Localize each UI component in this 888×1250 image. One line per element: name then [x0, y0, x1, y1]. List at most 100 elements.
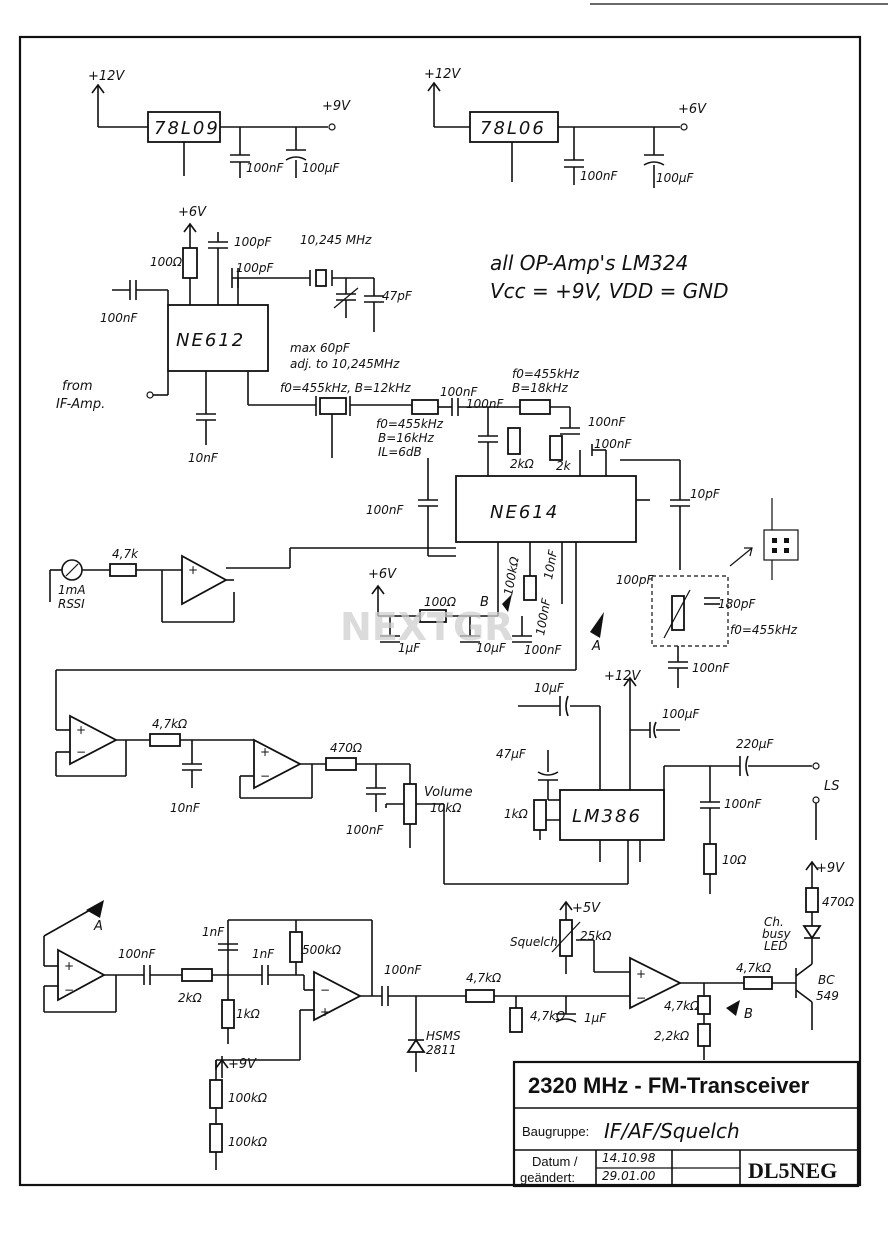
svg-text:A: A: [93, 919, 103, 934]
lm386-box: [559, 789, 665, 841]
svg-text:100pF: 100pF: [236, 261, 275, 275]
svg-text:100nF: 100nF: [524, 643, 563, 657]
svg-text:adj. to 10,245MHz: adj. to 10,245MHz: [290, 357, 400, 371]
ne614-decoupling: +6V 100Ω 1µF 10µF 100nF 100kΩ 10nF 100nF…: [368, 542, 604, 670]
supply-label-9v-a: +9V: [322, 99, 351, 114]
svg-text:100kΩ: 100kΩ: [228, 1135, 268, 1149]
ne612-section: +6V 100Ω 100pF 100pF 10,245 MHz 47pF max…: [56, 205, 413, 465]
svg-text:4,7k: 4,7k: [112, 547, 139, 561]
svg-text:25kΩ: 25kΩ: [580, 929, 612, 943]
svg-text:f0=455kHz: f0=455kHz: [512, 367, 580, 381]
title-block: 2320 MHz - FM-Transceiver Baugruppe: IF/…: [512, 1060, 860, 1188]
svg-text:B=18kHz: B=18kHz: [512, 381, 569, 395]
supply-label-12v-a: +12V: [88, 69, 125, 84]
svg-text:47pF: 47pF: [382, 289, 413, 303]
svg-text:100kΩ: 100kΩ: [501, 555, 522, 597]
opamp-rssi-buffer: [181, 554, 228, 606]
svg-text:100nF: 100nF: [366, 503, 405, 517]
svg-text:2kΩ: 2kΩ: [178, 991, 203, 1005]
date-2: 29.01.00: [602, 1169, 656, 1183]
svg-text:1kΩ: 1kΩ: [236, 1007, 261, 1021]
svg-text:100µF: 100µF: [656, 171, 695, 185]
svg-text:100nF: 100nF: [384, 963, 423, 977]
ne612-label: NE612: [176, 330, 245, 351]
svg-text:1µF: 1µF: [398, 641, 421, 655]
svg-text:4,7kΩ: 4,7kΩ: [736, 961, 772, 975]
svg-text:470Ω: 470Ω: [330, 741, 363, 755]
svg-text:−: −: [76, 745, 86, 759]
svg-text:100µF: 100µF: [302, 161, 341, 175]
supply-label-5v: +5V: [572, 901, 601, 916]
svg-text:2k: 2k: [556, 459, 572, 473]
regulator-78l06-label: 78L06: [480, 118, 546, 139]
svg-text:10nF: 10nF: [170, 801, 201, 815]
opamp-squelch-comparator: [629, 956, 683, 1010]
svg-text:100nF: 100nF: [588, 415, 627, 429]
opamp-af-filter: [253, 738, 302, 790]
regulator-78l09-label: 78L09: [154, 118, 220, 139]
svg-text:2811: 2811: [426, 1043, 457, 1057]
svg-text:100Ω: 100Ω: [150, 255, 183, 269]
svg-text:2,2kΩ: 2,2kΩ: [654, 1029, 690, 1043]
svg-text:500kΩ: 500kΩ: [302, 943, 342, 957]
volume-label: Volume: [424, 785, 473, 800]
opamp-squelch-filter: [313, 970, 362, 1022]
svg-text:47µF: 47µF: [496, 747, 527, 761]
svg-text:busy: busy: [762, 927, 791, 941]
ne614-section: f0=455kHz B=16kHz IL=6dB 100nF 100nF 2kΩ…: [366, 367, 799, 688]
datum-label: Datum /: [532, 1154, 578, 1169]
svg-text:10pF: 10pF: [690, 487, 721, 501]
svg-text:+: +: [76, 723, 86, 737]
svg-text:max 60pF: max 60pF: [290, 341, 351, 355]
note-line-2: Vcc = +9V, VDD = GND: [490, 279, 729, 303]
ne612-box: [167, 304, 269, 372]
svg-text:4,7kΩ: 4,7kΩ: [530, 1009, 566, 1023]
rssi-section: 1mA RSSI 4,7k +: [49, 547, 456, 623]
supply-label-6v-c: +6V: [368, 567, 397, 582]
svg-text:f0=455kHz: f0=455kHz: [376, 417, 444, 431]
svg-text:BC: BC: [818, 973, 835, 987]
svg-text:100nF: 100nF: [594, 437, 633, 451]
sheet-frame: [18, 35, 862, 1187]
svg-text:B: B: [480, 595, 489, 610]
svg-text:1kΩ: 1kΩ: [504, 807, 529, 821]
squelch-section: A + − 100nF 2kΩ 1nF 1nF 500kΩ: [43, 860, 855, 1170]
svg-text:−: −: [260, 769, 270, 783]
supply-label-9v-c: +9V: [816, 861, 845, 876]
from-if-label-2: IF-Amp.: [56, 397, 105, 412]
svg-text:1µF: 1µF: [584, 1011, 607, 1025]
svg-text:1mA: 1mA: [58, 583, 86, 597]
svg-text:100Ω: 100Ω: [424, 595, 457, 609]
ne614-label: NE614: [490, 502, 559, 523]
baugruppe-label: Baugruppe:: [522, 1124, 589, 1139]
watermark: NEXTGR: [340, 605, 513, 649]
callsign: DL5NEG: [748, 1158, 837, 1183]
ne614-box: [455, 475, 637, 543]
svg-text:−: −: [320, 983, 330, 997]
from-if-label-1: from: [62, 379, 93, 394]
supply-label-9v-b: +9V: [228, 1057, 257, 1072]
svg-text:IL=6dB: IL=6dB: [378, 445, 422, 459]
svg-text:10µF: 10µF: [476, 641, 507, 655]
svg-text:100nF: 100nF: [246, 161, 285, 175]
af-chain: + − 4,7kΩ 10nF + − 470Ω 100nF: [55, 669, 629, 885]
marker-b-arrow-1: [502, 594, 512, 612]
svg-text:f0=455kHz, B=12kHz: f0=455kHz, B=12kHz: [280, 381, 411, 395]
svg-text:100pF: 100pF: [616, 573, 655, 587]
svg-text:100nF: 100nF: [724, 797, 763, 811]
supply-label-6v-a: +6V: [678, 102, 707, 117]
svg-text:A: A: [591, 639, 601, 654]
supply-label-12v-c: +12V: [604, 669, 641, 684]
marker-a-arrow-1: [590, 612, 604, 638]
opamp-squelch-buffer: [57, 948, 106, 1002]
title-text: 2320 MHz - FM-Transceiver: [528, 1073, 810, 1098]
svg-text:180pF: 180pF: [718, 597, 757, 611]
svg-text:LED: LED: [764, 939, 788, 953]
svg-text:470Ω: 470Ω: [822, 895, 855, 909]
svg-text:100nF: 100nF: [346, 823, 385, 837]
led-icon: [802, 925, 822, 940]
marker-a-arrow-2: [86, 900, 104, 918]
svg-text:100nF: 100nF: [118, 947, 157, 961]
marker-b-arrow-2: [726, 1000, 740, 1016]
